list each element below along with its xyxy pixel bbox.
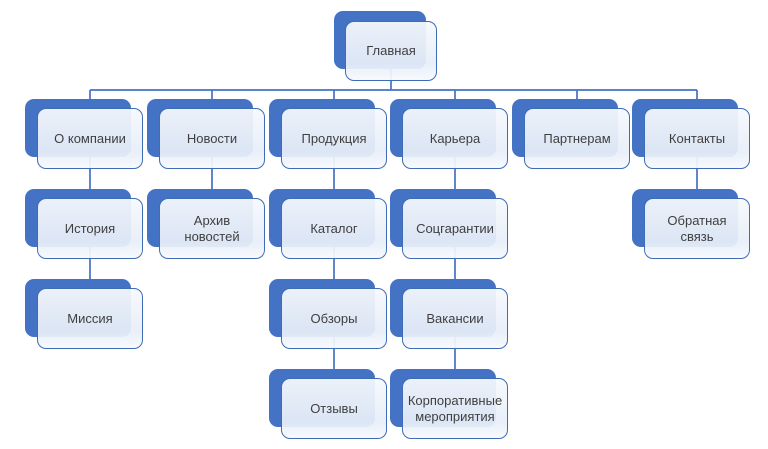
- node-missiya[interactable]: Миссия: [25, 279, 143, 349]
- node-produkciya[interactable]: Продукция: [269, 99, 387, 169]
- node-box: Соцгарантии: [402, 198, 508, 259]
- node-vakansii[interactable]: Вакансии: [390, 279, 508, 349]
- node-label: Корпоративные мероприятия: [407, 392, 503, 424]
- node-box: Продукция: [281, 108, 387, 169]
- node-label: Контакты: [668, 130, 726, 146]
- node-katalog[interactable]: Каталог: [269, 189, 387, 259]
- node-box: Архив новостей: [159, 198, 265, 259]
- node-label: Отзывы: [310, 400, 358, 416]
- node-partneram[interactable]: Партнерам: [512, 99, 630, 169]
- node-box: Отзывы: [281, 378, 387, 439]
- node-box: Вакансии: [402, 288, 508, 349]
- node-label: Каталог: [310, 220, 358, 236]
- node-label: Главная: [366, 43, 416, 59]
- node-istoriya[interactable]: История: [25, 189, 143, 259]
- node-box: О компании: [37, 108, 143, 169]
- node-label: Новости: [186, 130, 238, 146]
- node-box: Новости: [159, 108, 265, 169]
- node-arhiv-novostej[interactable]: Архив новостей: [147, 189, 265, 259]
- node-karera[interactable]: Карьера: [390, 99, 508, 169]
- node-label: Партнерам: [543, 130, 611, 146]
- node-label: Вакансии: [426, 310, 484, 326]
- node-label: Миссия: [67, 310, 113, 326]
- node-label: Продукция: [301, 130, 367, 146]
- node-box: Миссия: [37, 288, 143, 349]
- node-box: Главная: [345, 21, 437, 81]
- node-box: Карьера: [402, 108, 508, 169]
- node-obratnaya-svyaz[interactable]: Обратная связь: [632, 189, 750, 259]
- node-box: Корпоративные мероприятия: [402, 378, 508, 439]
- node-box: Обратная связь: [644, 198, 750, 259]
- node-box: История: [37, 198, 143, 259]
- node-label: Обзоры: [310, 310, 358, 326]
- node-box: Обзоры: [281, 288, 387, 349]
- node-novosti[interactable]: Новости: [147, 99, 265, 169]
- node-label: Обратная связь: [667, 212, 727, 244]
- node-obzory[interactable]: Обзоры: [269, 279, 387, 349]
- node-label: Карьера: [429, 130, 481, 146]
- node-box: Партнерам: [524, 108, 630, 169]
- node-label: История: [64, 220, 116, 236]
- node-o-kompanii[interactable]: О компании: [25, 99, 143, 169]
- node-socgarantii[interactable]: Соцгарантии: [390, 189, 508, 259]
- node-otzyvy[interactable]: Отзывы: [269, 369, 387, 439]
- node-box: Каталог: [281, 198, 387, 259]
- node-label: О компании: [54, 130, 126, 146]
- node-label: Архив новостей: [184, 212, 240, 244]
- node-korporativnye-meropriyatiya[interactable]: Корпоративные мероприятия: [390, 369, 508, 439]
- node-box: Контакты: [644, 108, 750, 169]
- node-glavnaya[interactable]: Главная: [334, 11, 438, 81]
- node-label: Соцгарантии: [416, 220, 494, 236]
- node-kontakty[interactable]: Контакты: [632, 99, 750, 169]
